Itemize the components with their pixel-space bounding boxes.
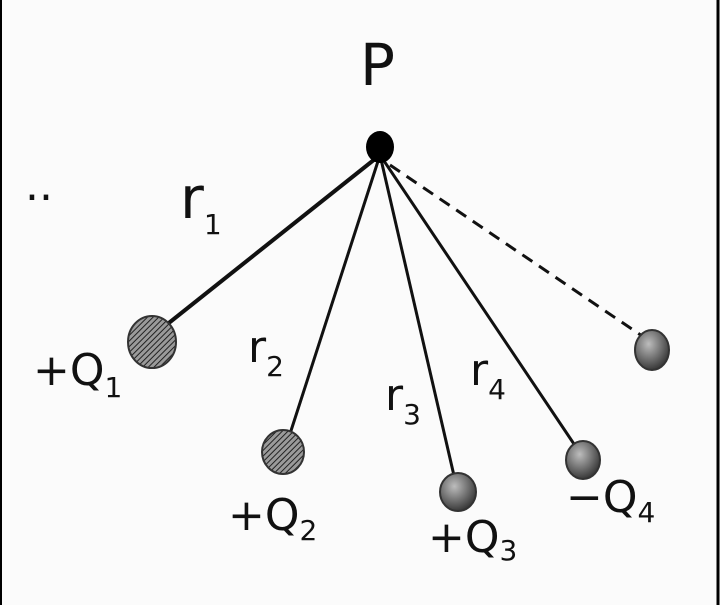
dashed-line	[389, 163, 649, 342]
distance-label-r2: r2	[248, 322, 284, 383]
point-p	[366, 131, 394, 163]
ellipsis-dots: ..	[25, 160, 53, 211]
line-r1	[158, 153, 382, 332]
charge-label-q4: −Q4	[566, 472, 655, 529]
line-r3	[378, 154, 457, 481]
line-r2	[286, 154, 382, 441]
charge-label-q2: +Q2	[228, 490, 317, 547]
charge-q3	[439, 472, 477, 512]
charge-label-q1: +Q1	[33, 345, 122, 404]
line-r4	[378, 154, 580, 451]
distance-label-r4: r4	[470, 345, 506, 406]
charge-label-q3: +Q3	[428, 512, 517, 567]
charge-unlabeled	[634, 329, 670, 371]
distance-label-r3: r3	[385, 370, 421, 431]
charge-q2	[261, 429, 305, 475]
charge-q1	[127, 315, 177, 369]
distance-label-r1: r1	[180, 164, 222, 241]
point-label: P	[360, 31, 395, 99]
charge-q4	[565, 440, 601, 480]
